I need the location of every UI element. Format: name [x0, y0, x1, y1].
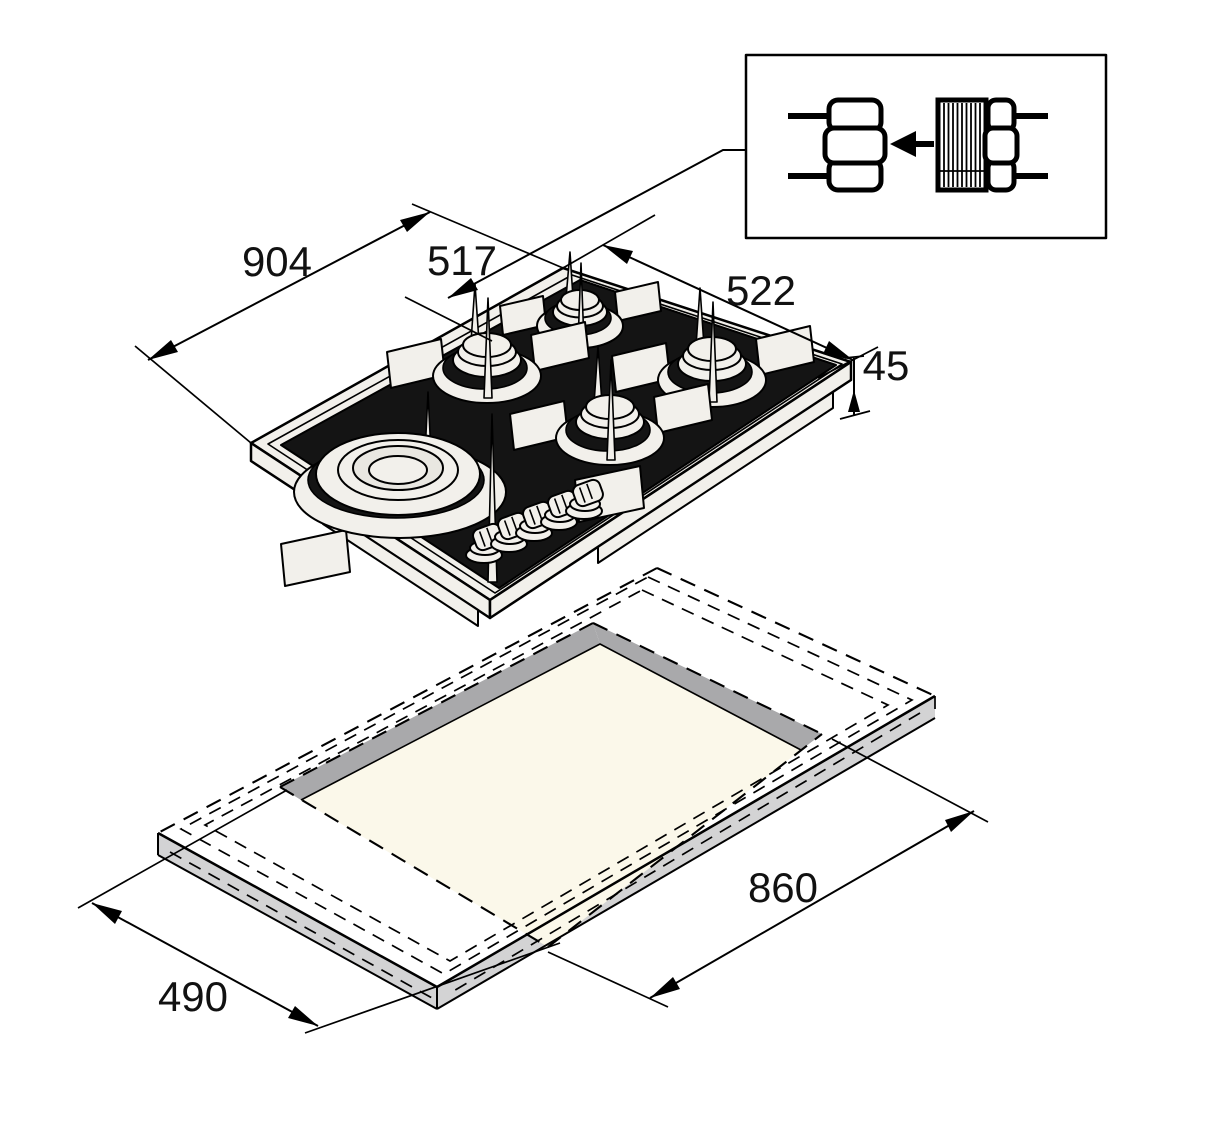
hob-side-right — [488, 360, 853, 620]
extension-line — [831, 738, 989, 823]
arrowhead-icon — [92, 903, 122, 924]
worktop-edge-back-left — [157, 567, 658, 834]
dimension-hob-height: 45 — [848, 342, 909, 416]
hob-footprint-inner — [203, 589, 890, 962]
arrowhead-icon — [650, 977, 680, 998]
dimension-gas-connection: 517 — [427, 149, 746, 299]
pan-support-finger — [708, 301, 718, 403]
extension-line — [134, 345, 252, 444]
control-knob — [565, 478, 604, 520]
arrowhead-icon — [448, 278, 478, 298]
extension-line — [817, 346, 879, 379]
control-knobs — [465, 478, 604, 564]
dim-label-517: 517 — [427, 237, 497, 284]
extension-line — [304, 942, 561, 1034]
arrowhead-icon — [400, 212, 430, 232]
arrow-left-icon — [890, 131, 934, 157]
pan-support-wing — [653, 383, 713, 434]
cutout-opening — [301, 644, 801, 947]
hob-footprint-outer — [179, 576, 914, 975]
pan-support-wing — [755, 325, 815, 376]
dimension-hob-width: 904 — [147, 211, 431, 361]
cutout-edge-front-left — [279, 786, 549, 948]
arrowhead-icon — [288, 1006, 318, 1026]
threaded-adapter-fitting-icon — [935, 97, 1048, 193]
dim-label-904: 904 — [242, 238, 312, 285]
union-nut-fitting-icon — [788, 97, 888, 193]
extension-line — [547, 951, 669, 1008]
worktop-side-left — [158, 833, 437, 1009]
dimension-cutout-length: 860 — [649, 810, 975, 999]
wok-ring-line — [337, 439, 459, 501]
worktop-bottom-right — [436, 717, 936, 1010]
wok-bowl-inner — [368, 455, 428, 485]
dim-label-522: 522 — [726, 267, 796, 314]
cutout-edge-back-right — [592, 622, 823, 735]
gas-fitting-inset — [744, 53, 1108, 240]
dim-label-490: 490 — [158, 973, 228, 1020]
dimensions: 904 517 522 45 860 — [77, 149, 989, 1034]
extension-line — [77, 789, 288, 909]
extension-line — [404, 296, 493, 342]
worktop-edge-front-right — [436, 694, 936, 989]
worktop-bottom-left — [157, 854, 438, 1010]
pan-support-wing — [614, 281, 662, 322]
arrowhead-icon — [823, 341, 853, 360]
worktop-edge-front-left — [157, 831, 438, 989]
burner-back-left — [386, 283, 590, 404]
extension-line — [562, 214, 656, 269]
pan-support-wing — [280, 529, 351, 587]
cutout-wall-right — [593, 623, 822, 750]
cutout-wall-left — [280, 623, 600, 800]
pan-support-finger — [483, 297, 493, 399]
extension-line — [411, 203, 564, 269]
pan-support-finger — [606, 359, 616, 461]
hob-isometric-view — [249, 251, 853, 627]
arrowhead-icon — [945, 811, 974, 832]
arrowhead-icon — [848, 390, 860, 412]
pan-support-wing — [530, 321, 590, 372]
hob-base-right — [597, 391, 834, 564]
burner-centre — [509, 345, 713, 466]
worktop-cutout-view — [157, 567, 936, 1010]
cutout-edge-back-left — [279, 622, 594, 788]
dim-label-860: 860 — [748, 864, 818, 911]
dimension-hob-depth: 522 — [602, 244, 854, 361]
worktop-sideface-dash-left — [169, 851, 433, 999]
dimension-cutout-width: 490 — [91, 902, 319, 1027]
cutout-wall-edge — [300, 643, 802, 801]
hob-bezel — [267, 274, 843, 594]
worktop-sideface-dash-right — [451, 712, 921, 993]
arrowhead-icon — [148, 340, 178, 360]
dim-label-45: 45 — [863, 342, 910, 389]
arrowhead-icon — [603, 245, 633, 264]
